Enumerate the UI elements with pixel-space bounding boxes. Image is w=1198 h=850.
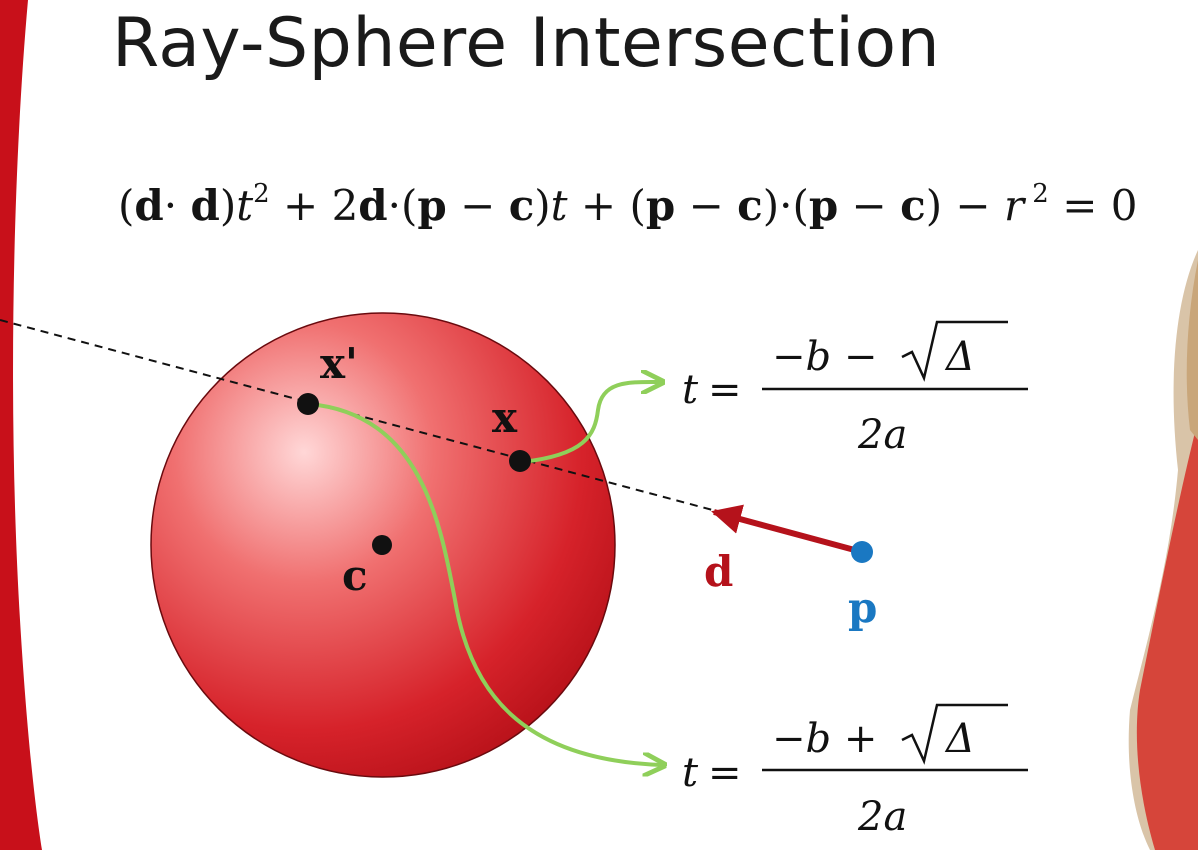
quadratic-equation: (d· d)t2 + 2d·(p − c)t + (p − c)·(p − c)… — [118, 179, 1137, 230]
slide-accent-band — [0, 0, 42, 850]
solution-minus-t: t — [682, 367, 699, 413]
solution-plus-denominator: 2a — [857, 794, 907, 840]
slide-title: Ray-Sphere Intersection — [112, 4, 941, 83]
solution-plus: t = −b + Δ 2a — [682, 703, 1028, 840]
ray-direction-arrow — [711, 504, 863, 555]
point-x-prime — [297, 393, 319, 415]
solution-plus-t: t — [682, 750, 699, 796]
point-c — [372, 535, 392, 555]
ray-line — [0, 319, 721, 513]
solution-minus-equals: = — [708, 367, 742, 413]
label-x-prime: x' — [320, 339, 358, 388]
solution-minus: t = −b − Δ 2a — [682, 320, 1028, 458]
point-p — [851, 541, 873, 563]
label-x: x — [492, 393, 518, 442]
label-d: d — [704, 547, 733, 596]
solution-plus-equals: = — [708, 750, 742, 796]
point-x — [509, 450, 531, 472]
presenter-silhouette — [1128, 250, 1198, 850]
sqrt-sign-plus — [901, 703, 1008, 765]
solution-plus-delta: Δ — [944, 716, 975, 762]
solution-plus-numerator: −b + — [772, 716, 877, 762]
solution-minus-delta: Δ — [944, 334, 975, 380]
sqrt-sign-minus — [901, 320, 1008, 382]
curve-to-minus-solution — [521, 382, 660, 464]
solution-minus-denominator: 2a — [857, 412, 907, 458]
label-c: c — [342, 551, 368, 600]
curve-to-plus-solution — [309, 402, 662, 765]
label-p: p — [848, 583, 877, 632]
solution-minus-numerator: −b − — [772, 334, 877, 380]
